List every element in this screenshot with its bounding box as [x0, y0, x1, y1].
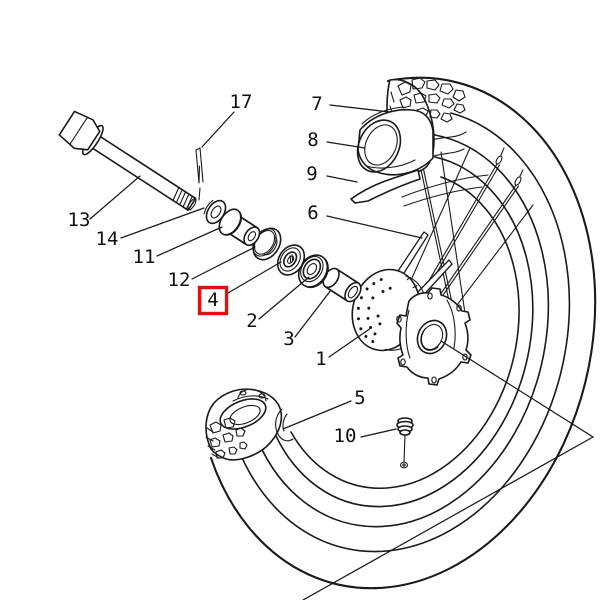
leader-8 — [326, 141, 366, 149]
axle-threads — [172, 187, 193, 210]
callout-10[interactable]: 10 — [334, 425, 357, 447]
callout-2[interactable]: 2 — [246, 310, 257, 332]
cotter-pin — [195, 147, 204, 201]
leader-14 — [120, 207, 205, 239]
axle-bolt-head — [58, 110, 104, 156]
axle-shaft — [58, 110, 197, 212]
callout-8[interactable]: 8 — [307, 129, 318, 151]
rim — [274, 131, 534, 508]
hub-housing — [396, 287, 472, 386]
leader-1 — [328, 327, 372, 358]
leader-2 — [258, 276, 310, 320]
highlight-box — [197, 285, 229, 316]
callout-9[interactable]: 9 — [306, 163, 317, 185]
rim-lock — [232, 388, 269, 402]
axle-washer — [203, 199, 227, 225]
callout-14[interactable]: 14 — [96, 228, 119, 250]
axle-spacer — [218, 208, 261, 247]
callout-17[interactable]: 17 — [230, 91, 253, 113]
callout-labels: 17 13 14 11 12 4 2 3 1 7 8 9 6 5 10 — [68, 91, 366, 447]
leader-10 — [360, 428, 397, 438]
callout-4[interactable]: 4 — [207, 289, 218, 311]
leader-7 — [329, 104, 391, 113]
rim-section-edge — [275, 408, 294, 442]
valve-stem — [396, 417, 414, 469]
leader-13 — [89, 175, 141, 220]
callout-3[interactable]: 3 — [283, 328, 294, 350]
rim-band — [350, 169, 421, 204]
spoke-nipples — [495, 147, 524, 186]
callout-11[interactable]: 11 — [133, 246, 156, 268]
leader-4 — [227, 261, 282, 294]
leader-12 — [191, 246, 256, 280]
callout-5[interactable]: 5 — [354, 387, 365, 409]
leader-6 — [326, 215, 423, 239]
callout-13[interactable]: 13 — [68, 209, 91, 231]
callout-1[interactable]: 1 — [315, 348, 326, 370]
tire-cut-top — [350, 77, 466, 204]
callout-6[interactable]: 6 — [307, 202, 318, 224]
oil-seal — [276, 244, 306, 276]
leader-lines — [89, 104, 423, 438]
inner-tube — [356, 106, 434, 176]
tire-cut-bottom — [205, 388, 294, 461]
callout-12[interactable]: 12 — [168, 269, 191, 291]
leader-9 — [326, 175, 358, 183]
hub-bolt-holes — [396, 292, 468, 384]
hub-pointer-lines — [302, 340, 595, 600]
callout-7[interactable]: 7 — [311, 93, 322, 115]
leader-3 — [294, 289, 332, 338]
leader-5 — [282, 400, 352, 430]
spacer-tube — [322, 267, 362, 303]
leader-11 — [156, 226, 223, 257]
leader-17 — [201, 111, 235, 148]
tread-pattern-bottom — [205, 417, 248, 459]
